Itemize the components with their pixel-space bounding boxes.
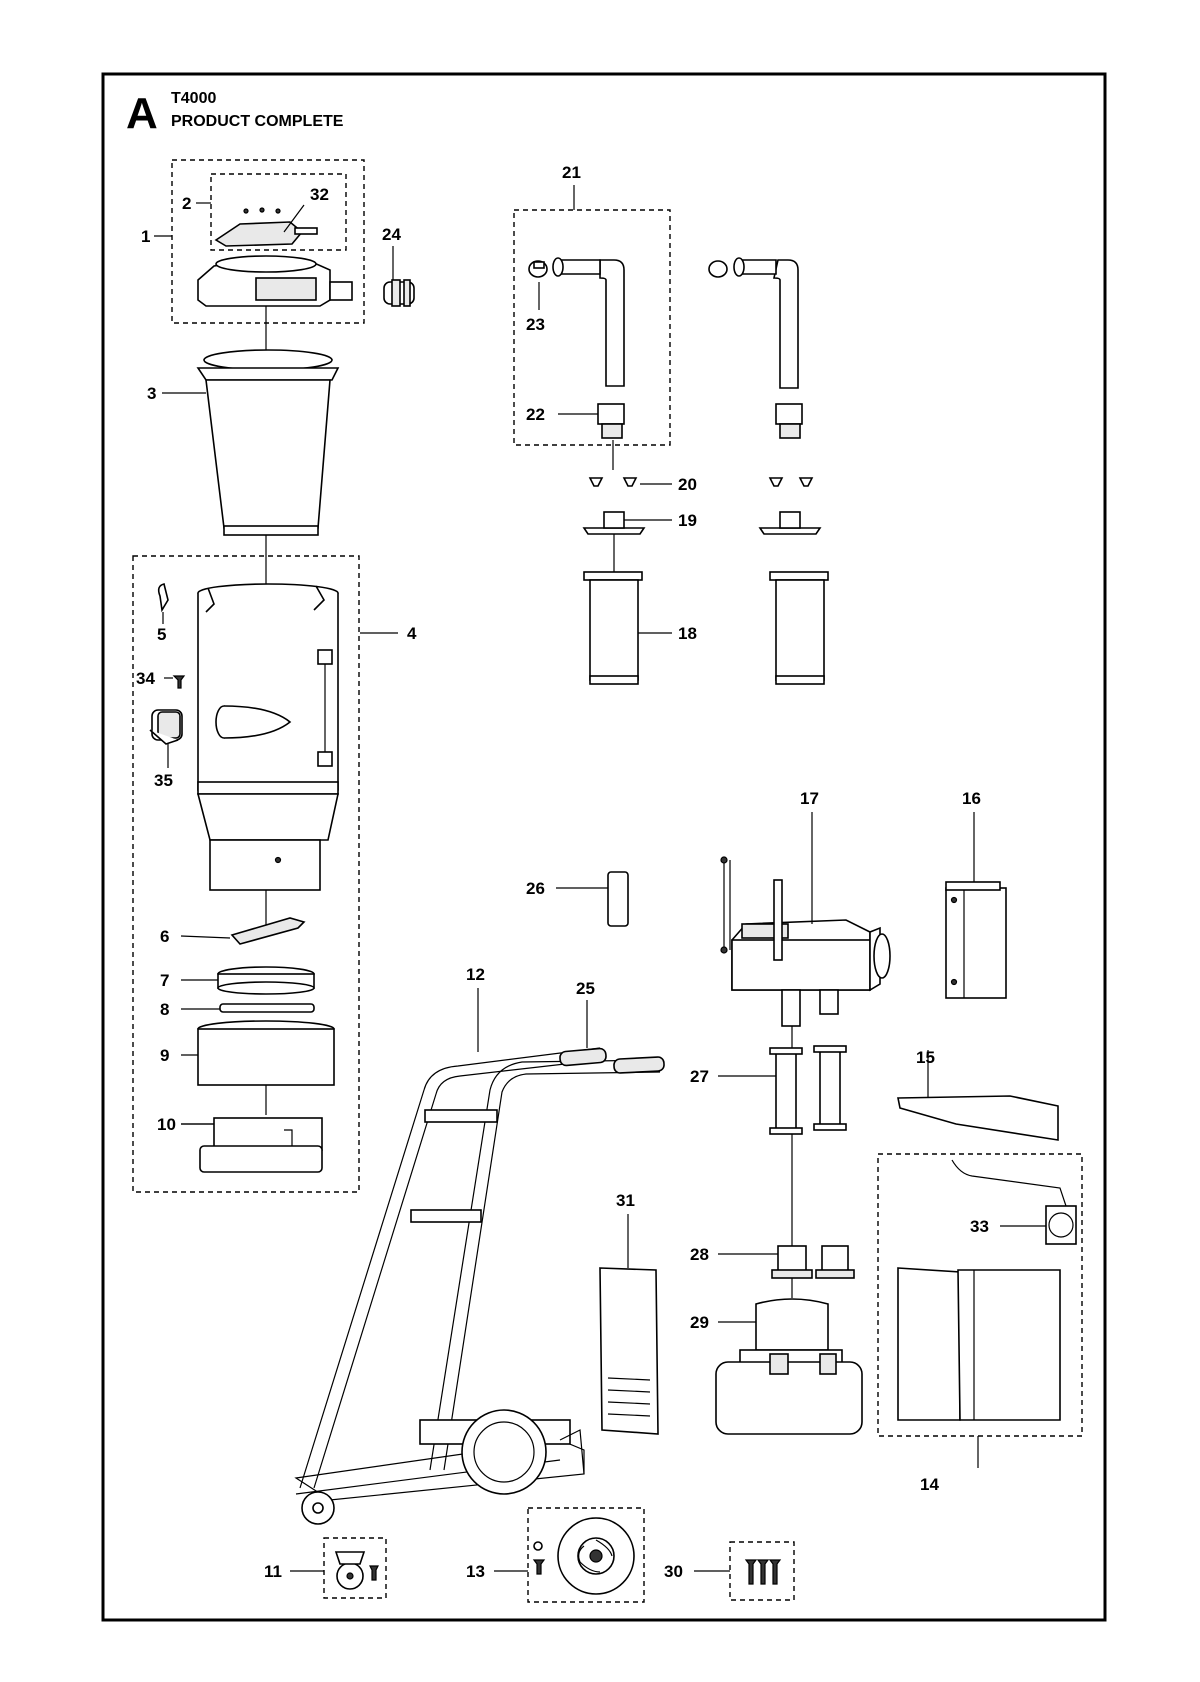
wheel-13 bbox=[532, 1517, 635, 1595]
callout-19: 19 bbox=[678, 511, 697, 530]
callout-28: 28 bbox=[690, 1245, 709, 1264]
group-box-2 bbox=[210, 173, 347, 251]
callout-8: 8 bbox=[160, 1000, 169, 1019]
callout-29: 29 bbox=[690, 1313, 709, 1332]
callout-10: 10 bbox=[157, 1115, 176, 1134]
group-box-30 bbox=[729, 1541, 795, 1601]
base-10 bbox=[199, 1117, 323, 1173]
callout-12: 12 bbox=[466, 965, 485, 984]
inlet-adaptor-35 bbox=[149, 709, 183, 745]
valve-flap-6 bbox=[230, 917, 306, 945]
tubes-27 bbox=[769, 1045, 847, 1135]
callout-11: 11 bbox=[264, 1562, 282, 1581]
callout-22: 22 bbox=[526, 405, 545, 424]
group-box-14 bbox=[877, 1153, 1083, 1437]
adaptors-28 bbox=[771, 1245, 855, 1279]
group-box-11 bbox=[323, 1537, 387, 1599]
page-title: PRODUCT COMPLETE bbox=[171, 113, 344, 130]
callout-24: 24 bbox=[382, 225, 401, 244]
group-box-13 bbox=[527, 1507, 645, 1603]
callout-6: 6 bbox=[160, 927, 169, 946]
motor-29 bbox=[715, 1298, 863, 1435]
screw-34 bbox=[172, 675, 186, 689]
sleeve-26 bbox=[607, 871, 629, 927]
callout-32: 32 bbox=[310, 185, 329, 204]
group-box-4 bbox=[132, 555, 360, 1193]
callout-20: 20 bbox=[678, 475, 697, 494]
cyclone-top-assembly bbox=[171, 159, 415, 350]
section-letter: A bbox=[126, 89, 158, 138]
screws-30 bbox=[744, 1559, 782, 1585]
page-frame bbox=[101, 72, 1107, 1622]
callout-1: 1 bbox=[141, 227, 150, 246]
callout-21: 21 bbox=[562, 163, 581, 182]
callout-14: 14 bbox=[920, 1475, 939, 1494]
callout-4: 4 bbox=[407, 624, 417, 643]
control-box-17 bbox=[720, 856, 891, 1027]
callout-34: 34 bbox=[136, 669, 155, 688]
callout-17: 17 bbox=[800, 789, 819, 808]
collection-container bbox=[196, 583, 339, 891]
vent-panel-31 bbox=[599, 1267, 659, 1435]
latch-5 bbox=[157, 583, 169, 613]
callout-33: 33 bbox=[970, 1217, 989, 1236]
bracket-15 bbox=[897, 1095, 1059, 1141]
hose-coupling-24 bbox=[383, 279, 415, 307]
callout-3: 3 bbox=[147, 384, 156, 403]
callout-5: 5 bbox=[157, 625, 166, 644]
model-name: T4000 bbox=[171, 90, 216, 107]
group-box-1 bbox=[171, 159, 365, 324]
callout-9: 9 bbox=[160, 1046, 169, 1065]
cover-16 bbox=[945, 881, 1007, 999]
callout-31: 31 bbox=[616, 1191, 635, 1210]
callout-27: 27 bbox=[690, 1067, 709, 1086]
housing-14 bbox=[897, 1159, 1077, 1421]
group-box-21 bbox=[513, 209, 671, 446]
gasket-8 bbox=[219, 1003, 315, 1013]
flange-19 bbox=[582, 511, 822, 535]
trolley-frame-12 bbox=[294, 1047, 665, 1525]
callout-23: 23 bbox=[526, 315, 545, 334]
callout-16: 16 bbox=[962, 789, 981, 808]
callout-15: 15 bbox=[916, 1048, 935, 1067]
callout-2: 2 bbox=[182, 194, 191, 213]
callout-7: 7 bbox=[160, 971, 169, 990]
clips-20 bbox=[588, 477, 814, 487]
callout-35: 35 bbox=[154, 771, 173, 790]
callout-30: 30 bbox=[664, 1562, 683, 1581]
caster-11 bbox=[334, 1551, 379, 1590]
filter-cartridge-18 bbox=[583, 571, 829, 685]
callout-18: 18 bbox=[678, 624, 697, 643]
elbow-hose-duplicate bbox=[708, 257, 803, 439]
callout-25: 25 bbox=[576, 979, 595, 998]
callout-13: 13 bbox=[466, 1562, 485, 1581]
cyclone-cone bbox=[196, 349, 340, 590]
elbow-hose-22-23 bbox=[528, 257, 625, 439]
callout-26: 26 bbox=[526, 879, 545, 898]
